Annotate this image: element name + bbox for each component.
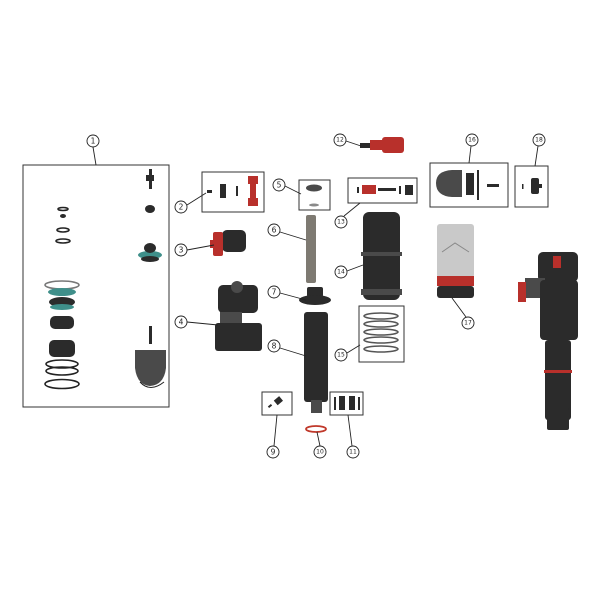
part-15-volume-spacers xyxy=(363,312,399,353)
svg-text:12: 12 xyxy=(336,137,344,144)
svg-text:10: 10 xyxy=(316,449,324,456)
callout-18: 18 xyxy=(532,133,546,147)
callout-13: 13 xyxy=(334,215,348,229)
part-8-damper-body xyxy=(304,312,328,413)
callout-17: 17 xyxy=(461,316,475,330)
callout-16: 16 xyxy=(465,133,479,147)
callout-7: 7 xyxy=(267,285,281,299)
part-9-bolt xyxy=(267,396,283,409)
callout-3: 3 xyxy=(174,243,188,257)
svg-text:5: 5 xyxy=(277,181,282,190)
assembled-shock xyxy=(518,252,578,430)
callout-15: 15 xyxy=(334,348,348,362)
part-6-shaft xyxy=(306,215,316,283)
callout-2: 2 xyxy=(174,200,188,214)
svg-text:4: 4 xyxy=(179,318,184,327)
svg-text:17: 17 xyxy=(464,320,472,327)
kit-box-2 xyxy=(201,171,265,213)
kit-box-11 xyxy=(329,391,364,416)
leader-lines xyxy=(92,140,539,447)
svg-text:6: 6 xyxy=(272,226,277,235)
callout-14: 14 xyxy=(334,265,348,279)
kit-box-13 xyxy=(347,177,418,204)
callout-12: 12 xyxy=(333,133,347,147)
part-14-air-can xyxy=(361,212,402,300)
svg-text:16: 16 xyxy=(468,137,476,144)
callout-10: 10 xyxy=(313,445,327,459)
callout-9: 9 xyxy=(266,445,280,459)
kit-box-15 xyxy=(358,305,405,363)
part-4-reservoir-head xyxy=(215,281,262,351)
svg-text:7: 7 xyxy=(272,288,277,297)
callout-8: 8 xyxy=(267,339,281,353)
svg-text:14: 14 xyxy=(337,269,345,276)
part-5-bushing xyxy=(306,184,322,207)
svg-text:1: 1 xyxy=(91,137,96,146)
part-10-o-ring xyxy=(305,425,327,433)
part-11-bushings xyxy=(334,396,360,410)
part-2-valve-kit xyxy=(207,176,258,206)
callout-6: 6 xyxy=(267,223,281,237)
svg-text:8: 8 xyxy=(272,342,277,351)
callout-1: 1 xyxy=(86,134,100,148)
svg-text:18: 18 xyxy=(535,137,543,144)
callout-5: 5 xyxy=(272,178,286,192)
svg-text:11: 11 xyxy=(349,449,357,456)
callout-11: 11 xyxy=(346,445,360,459)
kit-box-5 xyxy=(298,179,331,211)
svg-text:13: 13 xyxy=(337,219,345,226)
part-13-valve-assembly xyxy=(357,185,413,195)
callout-4: 4 xyxy=(174,315,188,329)
part-1-seal-kit xyxy=(44,169,166,390)
svg-text:3: 3 xyxy=(179,246,184,255)
svg-text:2: 2 xyxy=(179,203,184,212)
svg-text:15: 15 xyxy=(337,352,345,359)
part-17-reservoir-sleeve xyxy=(437,224,474,298)
part-3-damper-adjuster xyxy=(210,230,246,256)
svg-text:9: 9 xyxy=(271,448,276,457)
part-18-valve-parts xyxy=(522,178,542,194)
part-16-ifp-kit xyxy=(436,170,499,200)
kit-box-18 xyxy=(514,165,549,208)
part-7-eyelet-nut xyxy=(299,287,331,305)
part-12-valve-core xyxy=(360,137,404,153)
